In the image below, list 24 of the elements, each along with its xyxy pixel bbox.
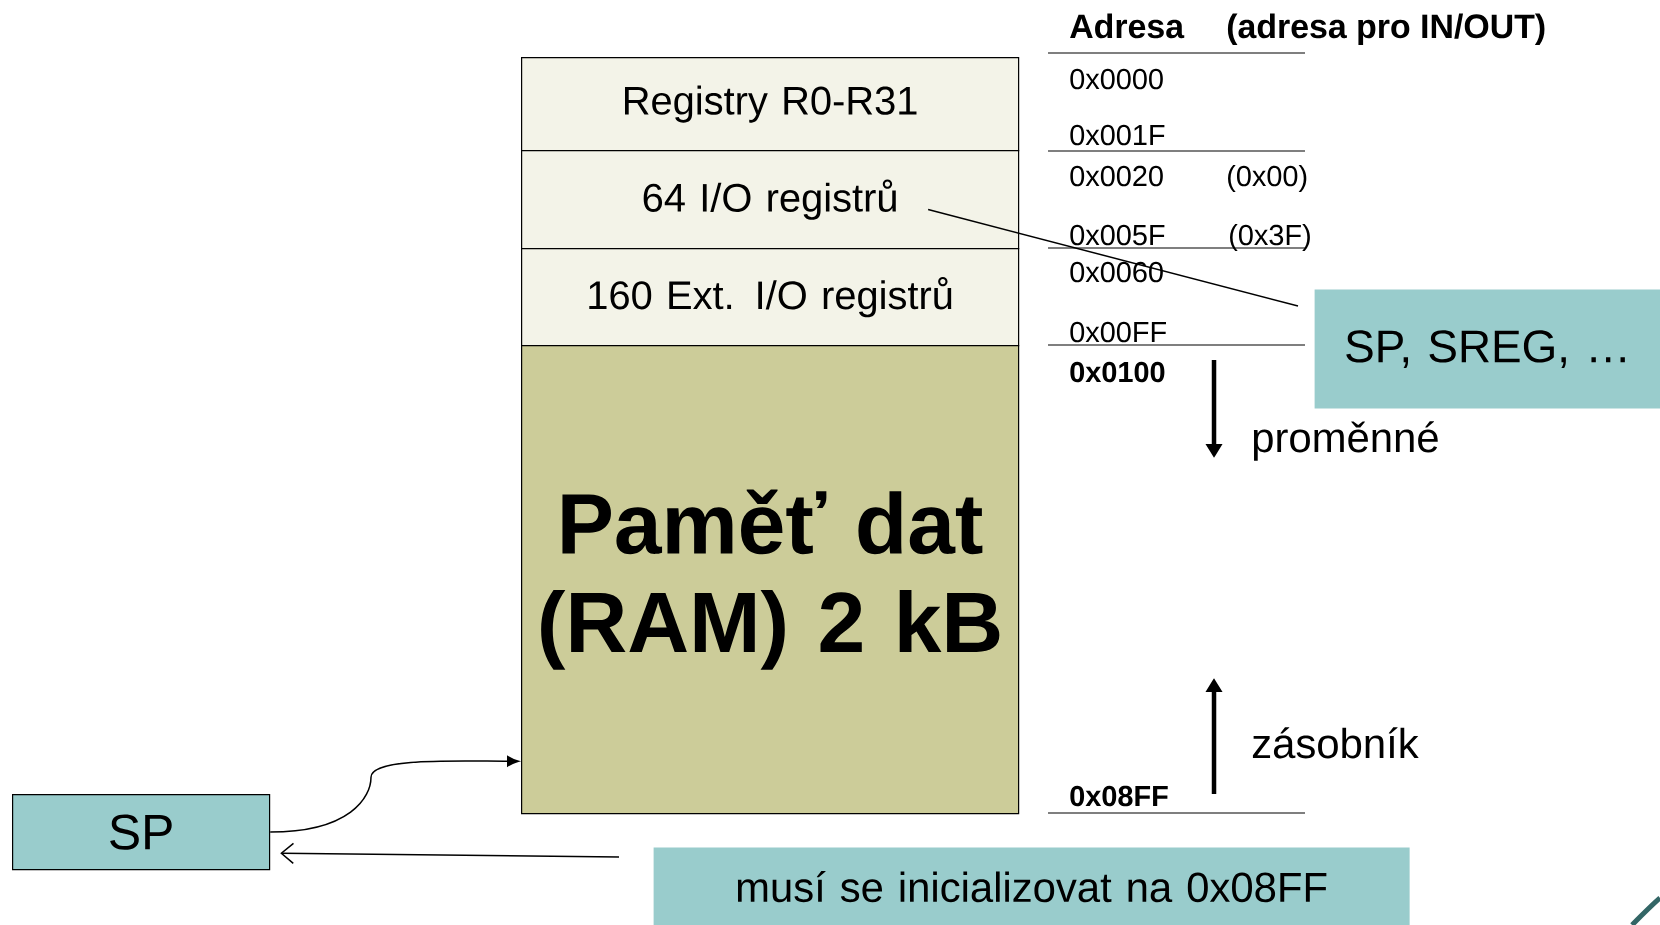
memory-row: 160 Ext. I/O registrů [521, 248, 1020, 347]
memory-row: 64 I/O registrů [521, 150, 1020, 250]
address-label: (0x00) [1228, 165, 1307, 192]
arrow [269, 755, 520, 833]
region-label: proměnné [1253, 421, 1438, 461]
address-label: 0x00FF [1070, 321, 1166, 343]
address-label: 0x0020 [1070, 165, 1163, 187]
column-header: (adresa pro IN/OUT) [1227, 13, 1545, 45]
address-label: (0x3F) [1230, 224, 1310, 251]
address-label: 0x0060 [1070, 261, 1163, 283]
arrow [280, 842, 620, 865]
memory-block: Paměť dat (RAM) 2 kB [521, 345, 1020, 815]
memory-row: Registry R0-R31 [521, 57, 1020, 152]
register-box: SP [12, 794, 271, 871]
address-label: 0x001F [1070, 124, 1165, 146]
column-header: Adresa [1070, 13, 1185, 39]
callout-box: SP, SREG, … [1314, 289, 1660, 409]
address-label: 0x08FF [1070, 785, 1168, 807]
address-label: 0x0000 [1070, 68, 1163, 90]
address-label: 0x005F [1070, 224, 1165, 246]
note-box: musí se inicializovat na 0x08FF [653, 847, 1410, 925]
leader-line [927, 208, 1299, 307]
address-label: 0x0100 [1070, 361, 1165, 383]
region-label: zásobník [1252, 727, 1419, 759]
